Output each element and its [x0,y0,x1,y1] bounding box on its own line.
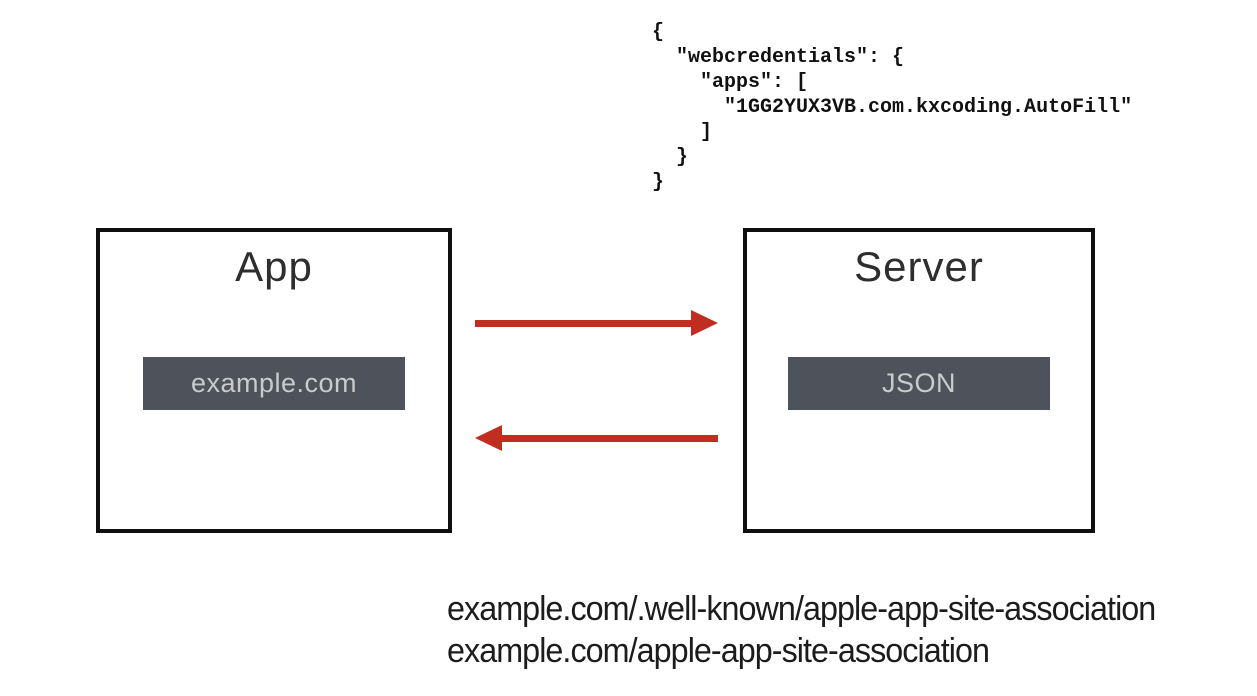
server-json-label: JSON [881,368,956,398]
aasa-url-list: example.com/.well-known/apple-app-site-a… [447,588,1156,672]
code-line: ] [652,121,713,144]
app-box-title: App [235,243,313,290]
arrow-right-icon [475,310,718,336]
aasa-url-root: example.com/apple-app-site-association [447,632,990,670]
code-line: { [652,21,665,44]
code-line: } [652,146,689,169]
code-line: "webcredentials": { [652,46,905,69]
server-json-chip: JSON [788,357,1050,410]
app-box: App example.com [96,228,452,533]
arrow-left-icon [475,425,718,451]
app-domain-label: example.com [190,368,358,398]
code-line: "1GG2YUX3VB.com.kxcoding.AutoFill" [652,96,1133,119]
server-box: Server JSON [743,228,1095,533]
aasa-json-snippet: { "webcredentials": { "apps": [ "1GG2YUX… [652,20,1132,195]
code-line: } [652,171,665,194]
arrow-head-right [691,310,718,336]
arrow-head-left [475,425,502,451]
aasa-url-well-known: example.com/.well-known/apple-app-site-a… [447,590,1156,628]
arrow-shaft [502,434,718,442]
app-domain-chip: example.com [143,357,405,410]
arrow-shaft [475,319,691,327]
code-line: "apps": [ [652,71,809,94]
server-box-title: Server [854,243,984,290]
